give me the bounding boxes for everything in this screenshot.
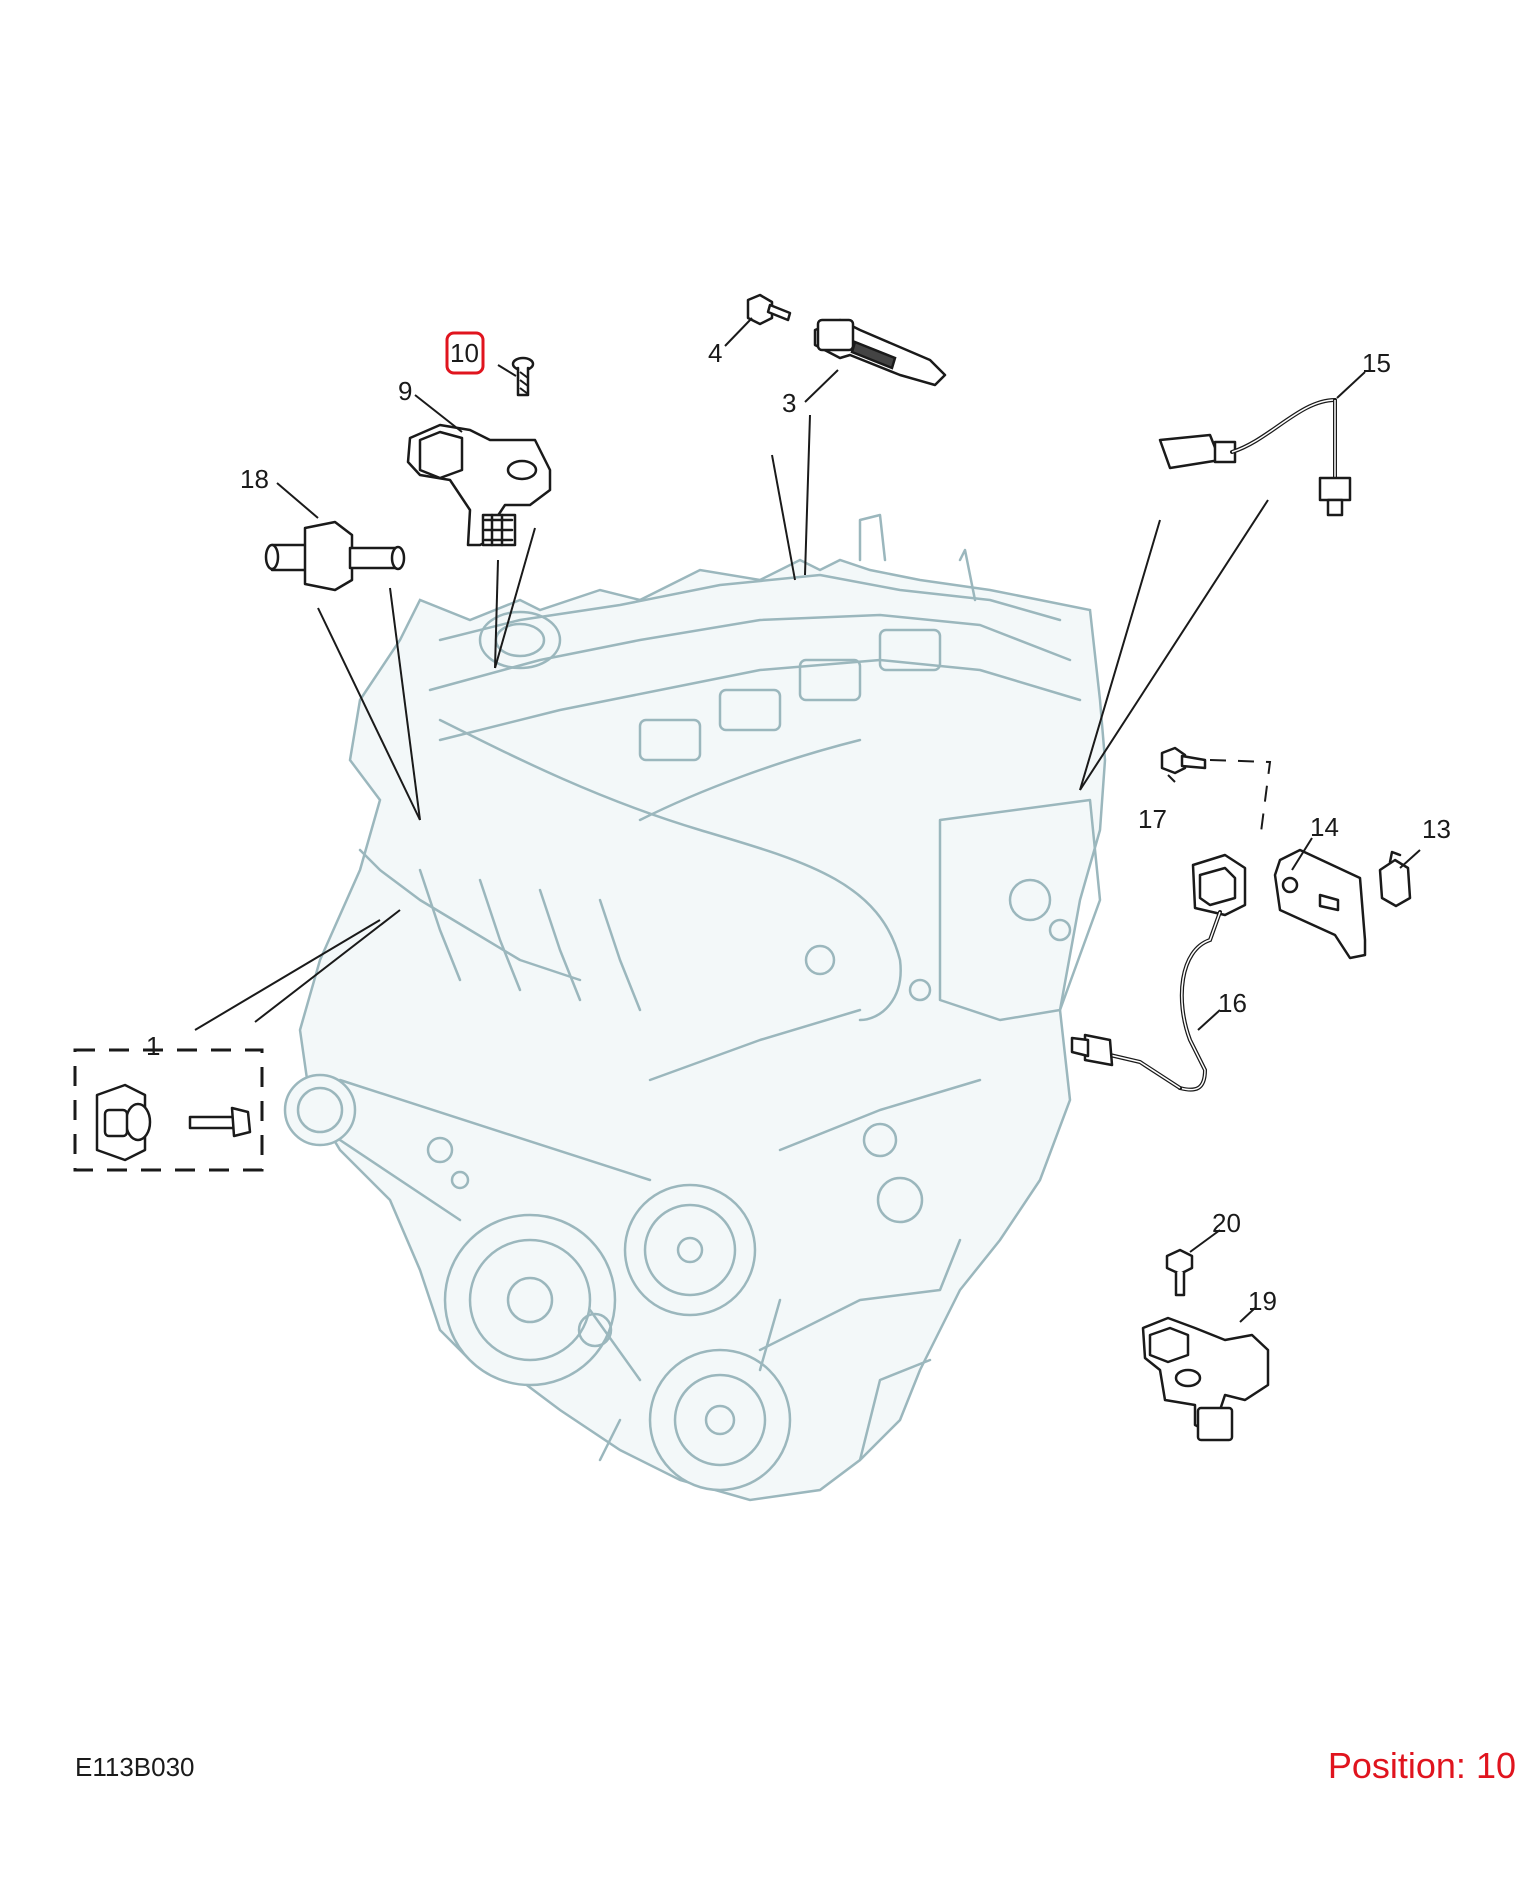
callout-3[interactable]: 3 [782, 388, 796, 418]
part-16-sensor [1070, 853, 1247, 1092]
callout-4[interactable]: 4 [708, 338, 722, 368]
part-1-knock-sensor-kit [73, 1048, 264, 1172]
callout-16[interactable]: 16 [1218, 988, 1247, 1018]
callout-labels: 1 18 9 10 4 3 15 17 14 13 16 20 19 [146, 331, 1451, 1316]
callout-13[interactable]: 13 [1422, 814, 1451, 844]
callout-10-highlight [445, 331, 485, 375]
part-19-sensor [1141, 1316, 1270, 1442]
part-4-bolt [746, 293, 792, 326]
callout-14[interactable]: 14 [1310, 812, 1339, 842]
part-15-sensor [1158, 398, 1352, 517]
callout-9[interactable]: 9 [398, 376, 412, 406]
leader-lines [194, 317, 1421, 1323]
part-13-clip [1378, 850, 1412, 908]
part-9-sensor [406, 423, 552, 547]
part-3-sensor [813, 318, 947, 387]
engine-block-illustration [283, 513, 1107, 1502]
callout-20[interactable]: 20 [1212, 1208, 1241, 1238]
part-17-bolt [1160, 746, 1272, 841]
callout-15[interactable]: 15 [1362, 348, 1391, 378]
position-value: 10 [1475, 1745, 1516, 1786]
callout-19[interactable]: 19 [1248, 1286, 1277, 1316]
part-14-bracket [1273, 848, 1367, 960]
callout-10[interactable]: 10 [450, 338, 479, 368]
callout-18[interactable]: 18 [240, 464, 269, 494]
callout-1[interactable]: 1 [146, 1031, 160, 1061]
part-20-bolt [1165, 1248, 1194, 1297]
drawing-code: E113B030 [75, 1752, 195, 1782]
callout-17[interactable]: 17 [1138, 804, 1167, 834]
position-indicator: Position: 10 [1328, 1745, 1516, 1787]
part-10-bolt [511, 356, 535, 397]
position-label-text: Position: [1327, 1745, 1466, 1786]
part-18-sensor [264, 520, 406, 592]
